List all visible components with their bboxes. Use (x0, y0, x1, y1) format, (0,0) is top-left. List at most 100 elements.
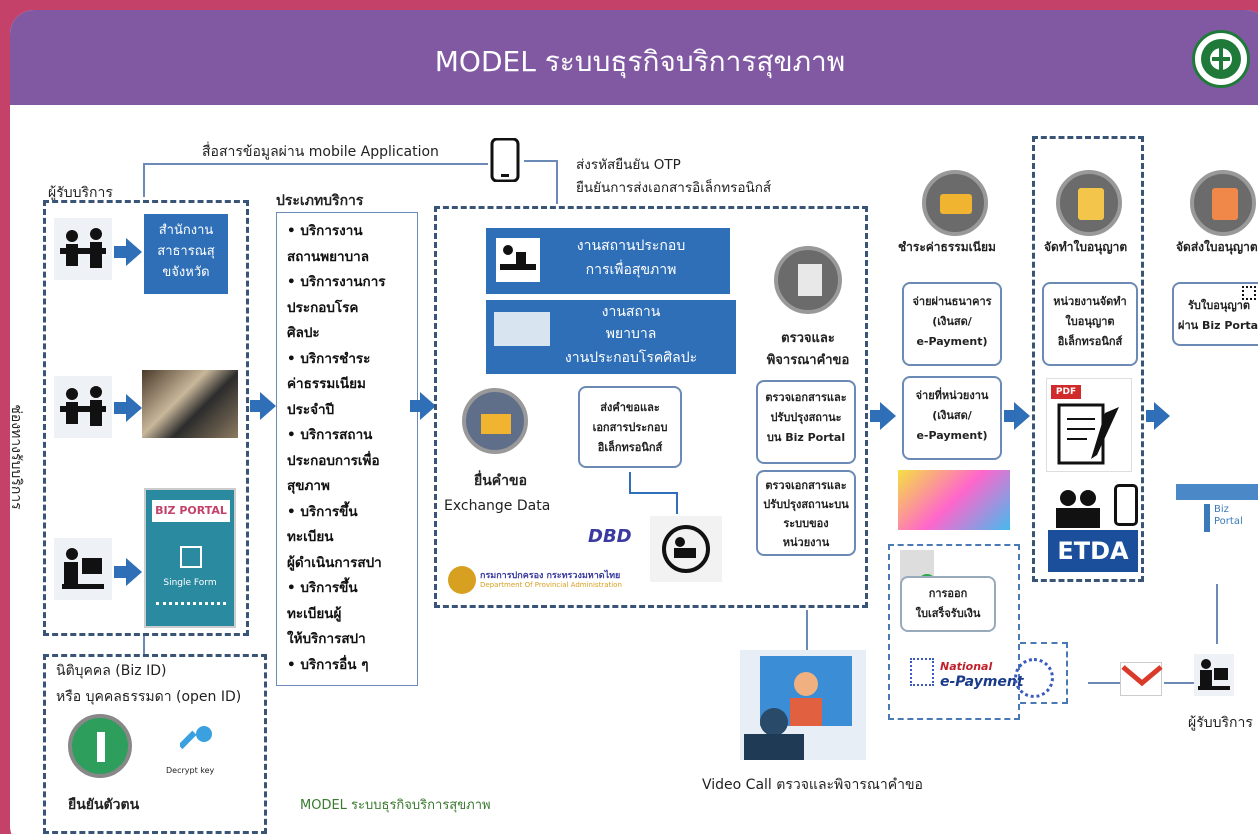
otp-line1: ส่งรหัสยืนยัน OTP (576, 157, 681, 173)
single-form-label: Single Form (163, 578, 217, 588)
page-title: MODEL ระบบธุรกิจบริการสุขภาพ (434, 45, 846, 78)
biz-portal-banner (1176, 484, 1258, 500)
mobile-phone-icon (490, 137, 520, 183)
services-title: ประเภทบริการ (276, 193, 364, 209)
form-icons-row (156, 602, 226, 616)
send-docs-line: เอกสารประกอบ (592, 421, 668, 434)
epayment-bracket (1020, 642, 1068, 704)
certificate-icon (1056, 170, 1122, 236)
service-item: ทะเบียน (287, 529, 334, 545)
delivery-glyph (1212, 188, 1238, 220)
payment-icon (922, 170, 988, 236)
connector-line (806, 610, 808, 656)
receiver-computer-icon (1194, 654, 1234, 696)
right-arrow-icon (126, 558, 142, 586)
receiver-label: ผู้รับบริการ (48, 185, 113, 201)
envelope-glyph (481, 414, 511, 434)
agency-line: (เงินสด/ (932, 409, 972, 422)
computer-user-icon (54, 538, 112, 600)
massage-icon (496, 238, 540, 282)
service-item: ค่าธรรมเนียม (287, 376, 366, 392)
right-arrow-icon (126, 238, 142, 266)
right-arrow-icon (260, 392, 276, 420)
arrow-shaft (114, 566, 128, 578)
bank-line: e-Payment) (916, 335, 988, 348)
connector-line (143, 636, 145, 654)
connector-line (629, 492, 677, 494)
service-item: ประกอบโรค (287, 299, 359, 316)
office-line: สำนักงาน (158, 223, 214, 238)
pdf-document-icon: PDF (1046, 378, 1132, 472)
arrow-shaft (114, 402, 128, 414)
connector-line (629, 472, 631, 494)
otp-label: ส่งรหัสยืนยัน OTP ยืนยันการส่งเอกสารอิเล… (576, 154, 771, 200)
qr-code-icon (1242, 286, 1256, 300)
header-bar: MODEL ระบบธุรกิจบริการสุขภาพ (10, 10, 1258, 105)
dbd-logo: DBD (588, 526, 632, 547)
identity-line2: หรือ บุคคลธรรมดา (open ID) (56, 689, 242, 705)
service-item: ประจำปี (287, 401, 335, 418)
check-line: ตรวจเอกสารและ (765, 479, 847, 492)
national-label: National (940, 660, 993, 673)
video-call-label: Video Call ตรวจและพิจารณาคำขอ (702, 777, 923, 793)
dopa-en: Department Of Provincial Administration (480, 581, 622, 589)
dopa-emblem (448, 566, 476, 594)
check-biz-portal-box: ตรวจเอกสารและ ปรับปรุงสถานะ บน Biz Porta… (756, 380, 856, 464)
service-item: • บริการขึ้น (287, 503, 358, 520)
send-docs-box: ส่งคำขอและ เอกสารประกอบ อิเล็กทรอนิกส์ (578, 386, 682, 468)
license-line: ใบอนุญาต (1065, 315, 1115, 328)
receipt-box: การออก ใบเสร็จรับเงิน (900, 576, 996, 632)
exchange-label: Exchange Data (444, 498, 551, 514)
diagram-card: MODEL ระบบธุรกิจบริการสุขภาพ สื่อสารข้อม… (10, 10, 1258, 834)
service-item: สุขภาพ (287, 478, 330, 494)
service-item: ให้บริการสปา (287, 631, 366, 647)
center-group (434, 206, 868, 608)
info-icon (68, 714, 132, 778)
document-review-icon (774, 246, 842, 314)
check-line: ตรวจเอกสารและ (765, 391, 847, 404)
pdf-badge: PDF (1051, 385, 1081, 399)
check-line: ปรับปรุงสถานะ (770, 411, 842, 424)
service-item: ประกอบการเพื่อ (287, 452, 380, 469)
receive-line: รับใบอนุญาต (1188, 299, 1251, 312)
service-item: • บริการสถาน (287, 427, 373, 443)
receiver-group (43, 200, 249, 636)
hospital-line: งานประกอบโรคศิลปะ (564, 350, 698, 366)
right-arrow-icon (420, 392, 436, 420)
review-title: ตรวจและ พิจารณาคำขอ (758, 328, 858, 372)
right-arrow-icon (126, 394, 142, 422)
hospital-line: งานสถาน (601, 304, 661, 320)
delivery-title: จัดส่งใบอนุญาต (1176, 240, 1258, 254)
email-exchange-icon (462, 388, 528, 454)
hospital-box: งานสถาน พยาบาล งานประกอบโรคศิลปะ (486, 300, 736, 374)
check-line: บน Biz Portal (766, 431, 846, 444)
channel-label: ช่องทางรับบริการ (10, 404, 24, 510)
send-docs-line: ส่งคำขอและ (600, 401, 660, 414)
otp-line2: ยืนยันการส่งเอกสารอิเล็กทรอนิกส์ (576, 180, 772, 196)
submit-label: ยื่นคำขอ (474, 473, 527, 489)
office-line: สาธารณสุ (157, 244, 215, 259)
dopa-th: กรมการปกครอง กระทรวงมหาดไทย (480, 571, 621, 581)
check-line: ปรับปรุงสถานะบน (763, 498, 849, 511)
right-arrow-icon (1154, 402, 1170, 430)
arrow-shaft (410, 400, 422, 412)
document-glyph (798, 264, 822, 296)
connector-line (143, 163, 145, 197)
agency-line: จ่ายที่หน่วยงาน (915, 389, 989, 402)
identity-group (43, 654, 267, 834)
office-photo (142, 370, 238, 438)
send-docs-line: อิเล็กทรอนิกส์ (597, 441, 663, 454)
service-item: ทะเบียนผู้ (287, 605, 342, 622)
receive-line: ผ่าน Biz Portal (1178, 319, 1258, 332)
review-line: พิจารณาคำขอ (766, 353, 850, 368)
info-glyph (97, 732, 105, 762)
connector-line (1216, 584, 1218, 644)
biz-portal-mark (1204, 504, 1210, 532)
review-line: ตรวจและ (781, 331, 835, 346)
confirm-identity-label: ยืนยันตัวตน (68, 797, 140, 813)
gmail-icon (1120, 662, 1163, 696)
hospital-bed-icon (494, 312, 550, 346)
services-list: • บริการงาน สถานพยาบาล • บริการงานการ ปร… (276, 212, 418, 686)
service-item: ผู้ดำเนินการสปา (287, 554, 382, 571)
biz-portal-logo: BIZ PORTAL (152, 500, 230, 522)
